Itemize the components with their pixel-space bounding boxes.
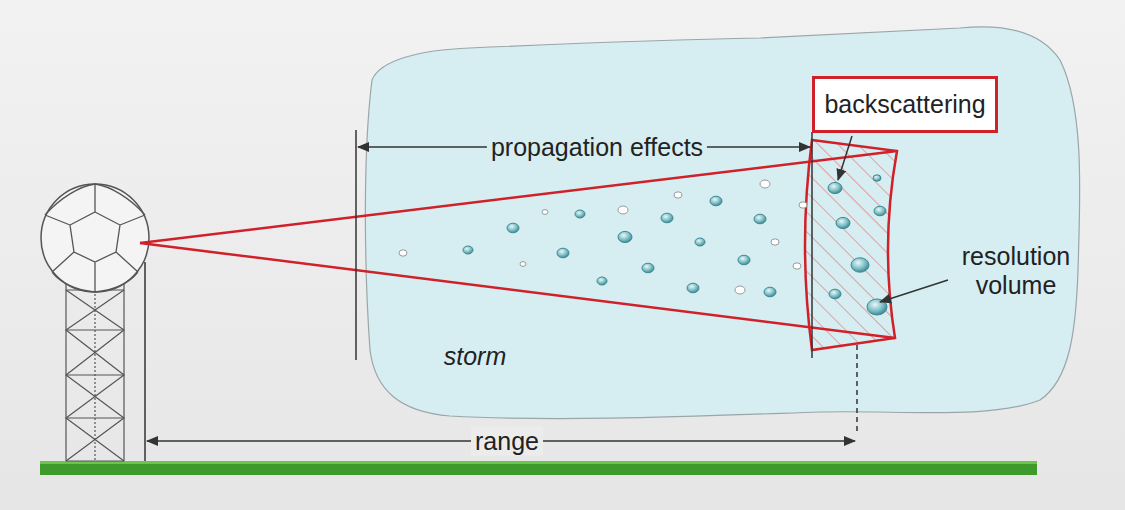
radar-beam [140,151,897,338]
raindrop [661,213,673,223]
range-bracket [145,262,857,461]
dimension-label: propagation effects [487,133,707,162]
propagation-bracket [356,130,812,360]
raindrop [463,246,473,254]
raindrop [618,231,632,242]
leader-line [838,136,852,180]
radome [41,184,149,292]
raindrop [399,250,407,256]
raindrop [799,202,807,208]
raindrop [771,239,779,245]
raindrop [873,175,881,181]
raindrop [597,277,607,285]
raindrop [764,287,776,297]
raindrop [575,210,585,218]
raindrop [618,206,628,214]
raindrop [851,258,869,272]
region-label: storm [440,342,511,371]
raindrop [754,214,766,224]
radar-tower [66,278,124,461]
raindrop [642,263,654,273]
label-box: backscattering [812,76,998,133]
raindrop [520,262,526,267]
raindrop [557,248,569,258]
raindrop [829,289,841,299]
box-text: backscattering [824,90,985,119]
storm-cloud [365,27,1079,419]
raindrop [828,182,842,193]
raindrop [695,238,705,246]
dimension-label: range [471,427,543,456]
raindrop [874,206,886,216]
raindrop [507,223,519,233]
resolution-volume [805,140,897,350]
raindrop [836,217,850,228]
ground [40,461,1037,475]
raindrop [760,180,770,188]
raindrop [542,210,548,215]
raindrop [793,263,801,269]
raindrops [399,175,887,315]
raindrop [687,283,699,293]
leader-line [880,280,948,302]
raindrop [735,286,745,294]
raindrop [674,192,682,198]
raindrop [738,255,750,265]
raindrop [710,196,722,206]
callout-label: resolution volume [947,242,1085,300]
